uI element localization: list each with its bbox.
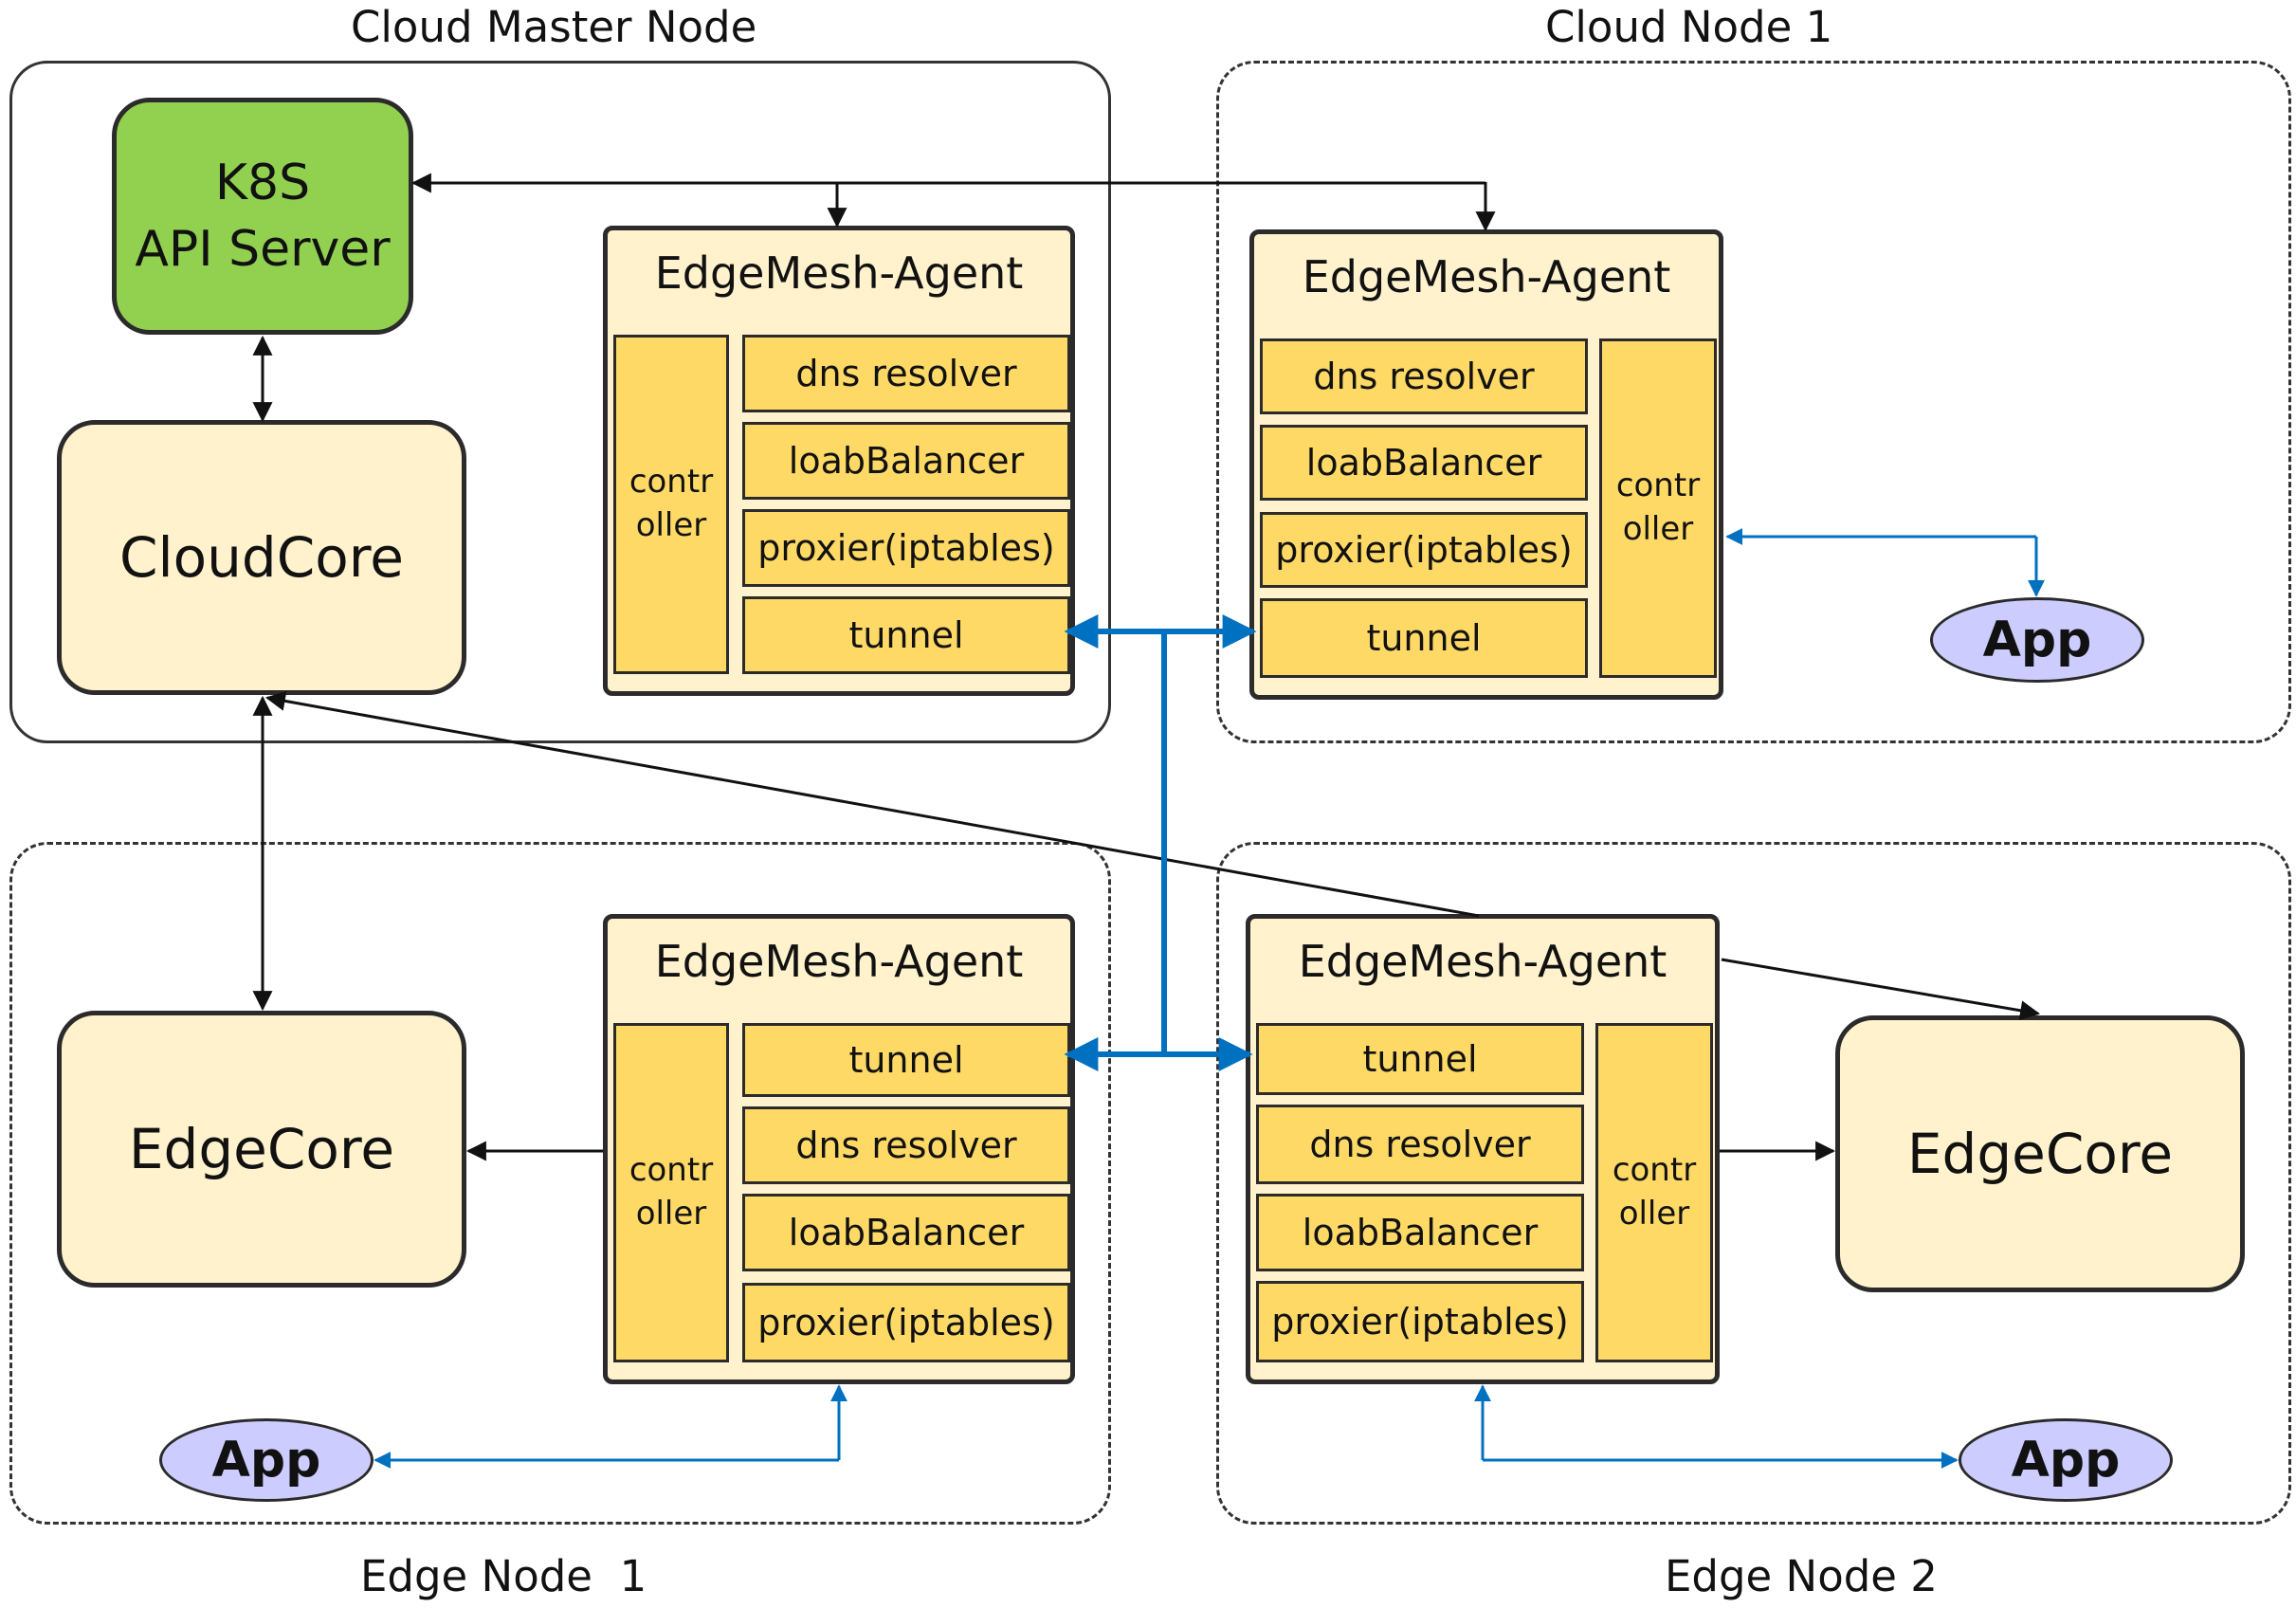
- dns-resolver-block: dns resolver: [1260, 338, 1588, 414]
- edge-node-1-title: Edge Node 1: [360, 1551, 647, 1601]
- dns-resolver-block: dns resolver: [1256, 1105, 1584, 1184]
- edgecore-box-edge2: EdgeCore: [1835, 1015, 2245, 1292]
- edgemesh-agent-edge-node2: EdgeMesh-Agent tunnel dns resolver loabB…: [1246, 914, 1720, 1384]
- edgecore-label: EdgeCore: [128, 1117, 395, 1181]
- agent-title: EdgeMesh-Agent: [654, 936, 1024, 987]
- load-balancer-block: loabBalancer: [742, 1194, 1070, 1271]
- cloudcore-edgecore2-link: [264, 691, 2041, 1021]
- app-edge-node1: App: [159, 1418, 374, 1502]
- cloud-node-1-title: Cloud Node 1: [1545, 2, 1833, 52]
- agent-title: EdgeMesh-Agent: [1302, 251, 1671, 302]
- k8s-label: K8S: [214, 154, 311, 211]
- app-agent-link-edge2: [1474, 1384, 1959, 1469]
- cloudcore-label: CloudCore: [119, 525, 404, 590]
- tunnel-block: tunnel: [1260, 598, 1588, 678]
- tunnel-block: tunnel: [1256, 1023, 1584, 1095]
- app-agent-link-edge1: [374, 1384, 847, 1469]
- agent-title: EdgeMesh-Agent: [654, 247, 1024, 299]
- cloud-master-node-title: Cloud Master Node: [351, 2, 757, 52]
- load-balancer-block: loabBalancer: [1260, 425, 1588, 501]
- k8s-api-server-box: K8S API Server: [112, 98, 413, 335]
- app-edge-node2: App: [1959, 1418, 2173, 1502]
- tunnel-block: tunnel: [742, 596, 1070, 674]
- edge-node-2-title: Edge Node 2: [1665, 1551, 1938, 1601]
- proxier-block: proxier(iptables): [1260, 512, 1588, 588]
- cloudcore-box: CloudCore: [57, 420, 466, 695]
- load-balancer-block: loabBalancer: [742, 422, 1070, 500]
- cloud-master-node-region: [9, 61, 1111, 743]
- app-cloud-node1: App: [1930, 597, 2144, 683]
- dns-resolver-block: dns resolver: [742, 1106, 1070, 1184]
- proxier-block: proxier(iptables): [742, 509, 1070, 587]
- dns-resolver-block: dns resolver: [742, 335, 1070, 412]
- edge-node-2-region: [1216, 842, 2291, 1525]
- api-server-label: API Server: [135, 221, 391, 278]
- tunnel-mesh: [1064, 614, 1257, 1071]
- load-balancer-block: loabBalancer: [1256, 1194, 1584, 1271]
- edgecore-box-edge1: EdgeCore: [57, 1011, 466, 1288]
- edgecore-label: EdgeCore: [1906, 1122, 2174, 1186]
- agent-title: EdgeMesh-Agent: [1298, 936, 1667, 987]
- k8s-agent-link: [410, 173, 1496, 232]
- edgemesh-agent-cloud-node1: EdgeMesh-Agent dns resolver loabBalancer…: [1249, 229, 1723, 700]
- proxier-block: proxier(iptables): [742, 1283, 1070, 1362]
- cloud-node-1-region: [1216, 61, 2291, 743]
- app-controller-link-cloud1: [1725, 528, 2045, 597]
- proxier-block: proxier(iptables): [1256, 1281, 1584, 1362]
- edge-node-1-region: [9, 842, 1111, 1525]
